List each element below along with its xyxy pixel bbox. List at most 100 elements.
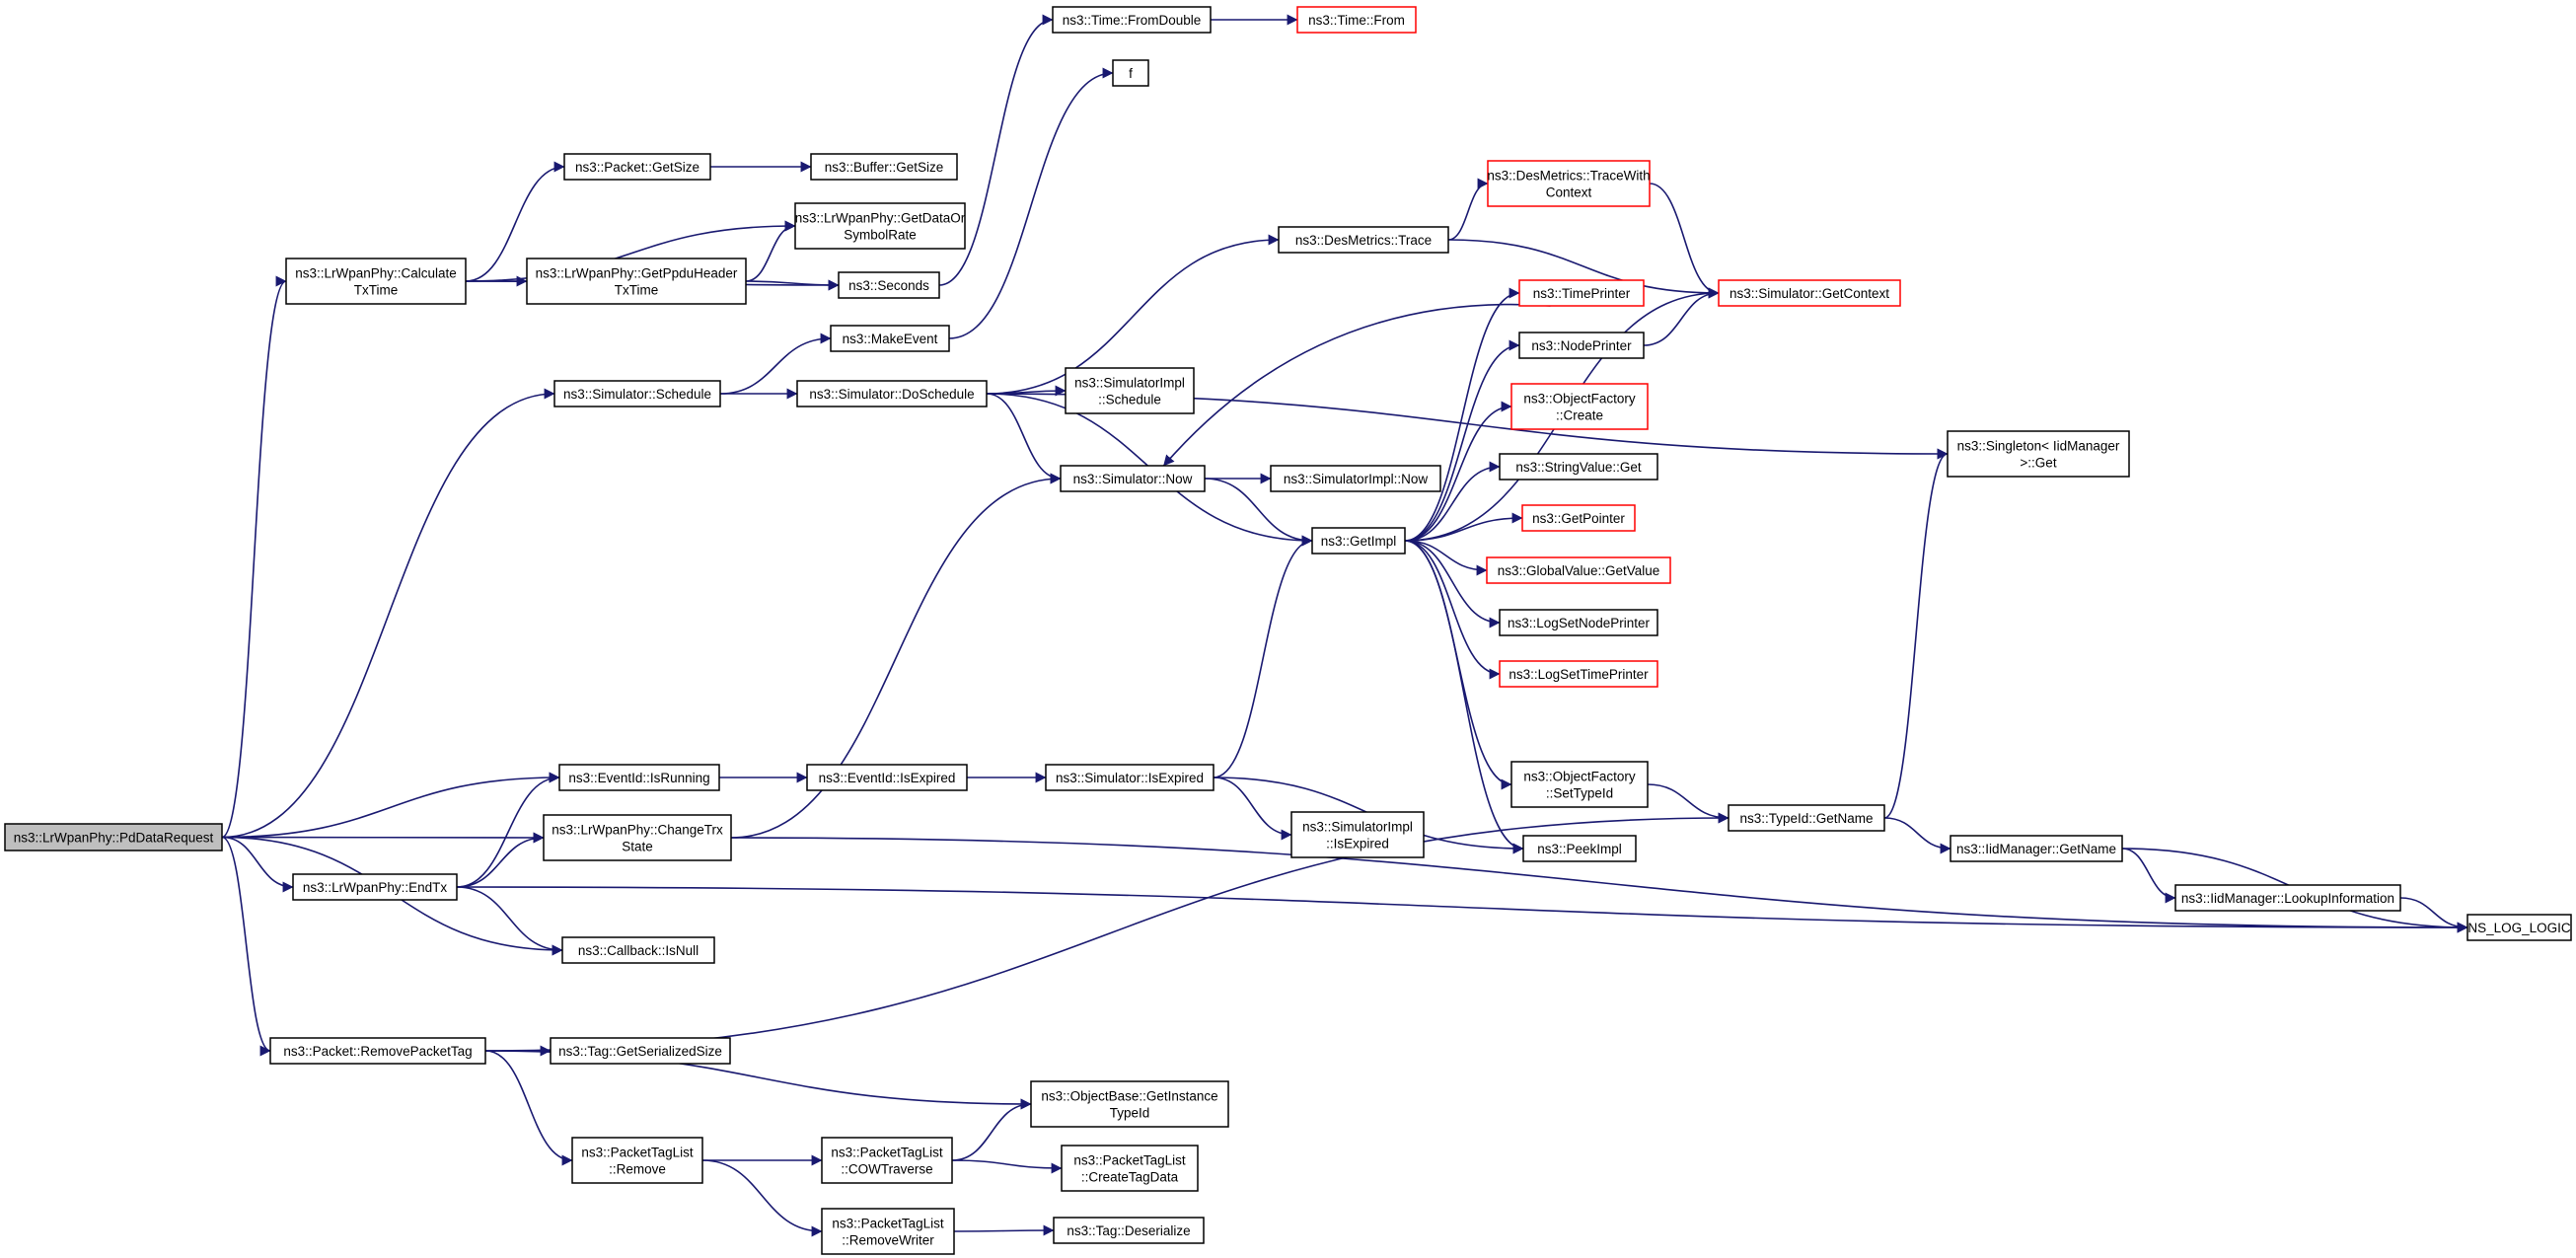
node-gvget[interactable]: ns3::GlobalValue::GetValue <box>1486 556 1671 584</box>
node-box <box>1947 430 2130 478</box>
node-simexpired[interactable]: ns3::Simulator::IsExpired <box>1045 764 1214 791</box>
edge-dosched-to-now <box>986 393 1062 484</box>
node-label: ns3::Time::From <box>1308 13 1405 28</box>
edge-line <box>1883 448 1949 819</box>
edge-getimpl-to-nodeprinter <box>1404 339 1520 542</box>
node-nslog[interactable]: NS_LOG_LOGIC <box>2466 914 2572 941</box>
edge-line <box>1404 287 1520 542</box>
node-ptlremove[interactable]: ns3::PacketTagList::Remove <box>571 1137 703 1184</box>
node-label: ns3::EventId::IsRunning <box>568 771 709 785</box>
node-box <box>558 764 720 791</box>
node-label: TxTime <box>354 283 399 298</box>
edge-line <box>1883 817 1951 854</box>
node-label: ns3::LrWpanPhy::GetPpduHeader <box>536 266 738 281</box>
node-label: ns3::ObjectFactory <box>1523 770 1636 784</box>
node-lookup[interactable]: ns3::IidManager::LookupInformation <box>2174 884 2401 912</box>
node-box <box>1311 527 1406 555</box>
node-label: ::SetTypeId <box>1546 786 1613 801</box>
edge-seconds-to-fromdouble <box>938 14 1054 286</box>
node-f[interactable]: f <box>1112 59 1149 87</box>
node-endtx[interactable]: ns3::LrWpanPhy::EndTx <box>292 873 458 901</box>
node-box <box>292 873 458 901</box>
node-singleton[interactable]: ns3::Singleton< IidManager>::Get <box>1947 430 2130 478</box>
node-typeidname[interactable]: ns3::TypeId::GetName <box>1728 804 1885 832</box>
node-box <box>821 1208 955 1255</box>
edge-line <box>986 393 1062 484</box>
edge-pd-to-calc <box>221 275 287 839</box>
node-timeprinter[interactable]: ns3::TimePrinter <box>1518 279 1645 307</box>
node-box <box>1030 1080 1229 1128</box>
node-cow[interactable]: ns3::PacketTagList::COWTraverse <box>821 1137 953 1184</box>
node-label: ns3::LrWpanPhy::GetDataOr <box>795 211 966 226</box>
node-dosched[interactable]: ns3::Simulator::DoSchedule <box>796 380 988 407</box>
node-peekimpl[interactable]: ns3::PeekImpl <box>1522 835 1637 862</box>
node-iidname[interactable]: ns3::IidManager::GetName <box>1950 835 2123 862</box>
node-makeevent[interactable]: ns3::MakeEvent <box>830 325 950 352</box>
node-getpointer[interactable]: ns3::GetPointer <box>1521 504 1636 532</box>
node-now[interactable]: ns3::Simulator::Now <box>1060 465 1206 492</box>
node-implsched[interactable]: ns3::SimulatorImpl::Schedule <box>1065 367 1195 414</box>
node-settypeid[interactable]: ns3::ObjectFactory::SetTypeId <box>1510 761 1649 808</box>
node-getctx[interactable]: ns3::Simulator::GetContext <box>1718 279 1901 307</box>
node-seconds[interactable]: ns3::Seconds <box>838 271 940 299</box>
edge-cow-to-objbase <box>951 1098 1032 1161</box>
node-deserialize[interactable]: ns3::Tag::Deserialize <box>1053 1217 1205 1244</box>
node-isexpired[interactable]: ns3::EventId::IsExpired <box>806 764 968 791</box>
node-label: ns3::ObjectFactory <box>1523 392 1636 407</box>
node-sched[interactable]: ns3::Simulator::Schedule <box>553 380 721 407</box>
node-label: ns3::Packet::GetSize <box>575 160 699 175</box>
node-box <box>1486 556 1671 584</box>
node-ofcreate[interactable]: ns3::ObjectFactory::Create <box>1510 383 1649 430</box>
node-box <box>1499 453 1658 481</box>
edge-makeevent-to-f <box>948 67 1114 339</box>
node-box <box>810 153 958 181</box>
edge-line <box>1404 339 1520 542</box>
node-strget[interactable]: ns3::StringValue::Get <box>1499 453 1658 481</box>
node-pkt_getsize[interactable]: ns3::Packet::GetSize <box>563 153 711 181</box>
edge-line <box>456 772 560 888</box>
node-label: ns3::PacketTagList <box>832 1217 944 1231</box>
node-label: ns3::SimulatorImpl <box>1302 820 1413 835</box>
node-fromdouble[interactable]: ns3::Time::FromDouble <box>1052 6 1212 34</box>
edge-getimpl-to-peekimpl <box>1404 540 1524 854</box>
node-removetag[interactable]: ns3::Packet::RemovePacketTag <box>269 1037 486 1065</box>
node-box <box>1270 465 1441 492</box>
node-box <box>1112 59 1149 87</box>
node-isnull[interactable]: ns3::Callback::IsNull <box>561 936 715 964</box>
node-buf_getsize[interactable]: ns3::Buffer::GetSize <box>810 153 958 181</box>
node-box <box>1487 160 1651 207</box>
edge-line <box>938 14 1054 286</box>
edge-line <box>1404 461 1501 542</box>
node-removewriter[interactable]: ns3::PacketTagList::RemoveWriter <box>821 1208 955 1255</box>
node-timefrom[interactable]: ns3::Time::From <box>1296 6 1417 34</box>
node-box <box>1522 835 1637 862</box>
node-desmet[interactable]: ns3::DesMetrics::Trace <box>1278 226 1449 254</box>
node-tagser[interactable]: ns3::Tag::GetSerializedSize <box>550 1037 731 1065</box>
node-label: ns3::TimePrinter <box>1533 286 1631 301</box>
node-isrunning[interactable]: ns3::EventId::IsRunning <box>558 764 720 791</box>
edge-line <box>456 832 545 888</box>
node-implexpired[interactable]: ns3::SimulatorImpl::IsExpired <box>1290 811 1425 858</box>
node-pd[interactable]: ns3::LrWpanPhy::PdDataRequest <box>4 823 223 851</box>
node-logtime[interactable]: ns3::LogSetTimePrinter <box>1499 660 1658 688</box>
edge-line <box>730 837 2468 933</box>
node-nodeprinter[interactable]: ns3::NodePrinter <box>1518 332 1645 359</box>
node-lognode[interactable]: ns3::LogSetNodePrinter <box>1499 609 1658 636</box>
node-getimpl[interactable]: ns3::GetImpl <box>1311 527 1406 555</box>
node-implnow[interactable]: ns3::SimulatorImpl::Now <box>1270 465 1441 492</box>
edge-line <box>948 67 1114 339</box>
edge-line <box>745 279 840 291</box>
node-box <box>806 764 968 791</box>
node-createtag[interactable]: ns3::PacketTagList::CreateTagData <box>1061 1145 1199 1192</box>
edge-line <box>1213 777 1292 841</box>
node-label: ns3::PeekImpl <box>1537 842 1622 856</box>
edge-getimpl-to-logtime <box>1404 540 1501 680</box>
edge-line <box>484 1050 573 1166</box>
